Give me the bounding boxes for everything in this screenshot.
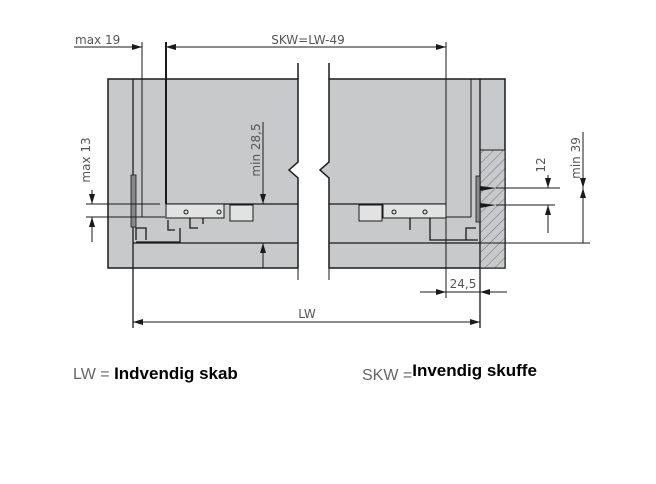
cabinet-left-section bbox=[107, 42, 299, 328]
cabinet-right-section bbox=[318, 42, 506, 328]
dim-skw-label: SKW=LW-49 bbox=[271, 33, 345, 47]
legend-lw: LW = Indvendig skab bbox=[73, 364, 238, 384]
dim-max13-label: max 13 bbox=[79, 137, 93, 182]
dim-lw-label: LW bbox=[298, 307, 316, 321]
dim-12-label: 12 bbox=[534, 157, 548, 172]
legend-skw-value: Invendig skuffe bbox=[412, 361, 537, 380]
dim-max19-label: max 19 bbox=[75, 33, 120, 47]
legend-skw: SKW =Invendig skuffe bbox=[362, 361, 537, 384]
dim-min28-5-label: min 28,5 bbox=[249, 123, 263, 176]
legend-lw-value: Indvendig skab bbox=[114, 364, 238, 383]
legend-skw-key: SKW = bbox=[362, 367, 413, 384]
dimension-lines bbox=[74, 44, 590, 325]
legend-lw-key: LW = bbox=[73, 366, 110, 383]
dim-24-5-label: 24,5 bbox=[450, 277, 477, 291]
dim-min39-label: min 39 bbox=[569, 137, 583, 179]
